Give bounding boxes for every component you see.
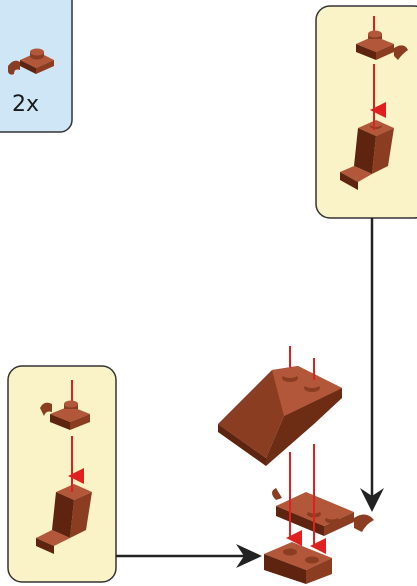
plate-with-clip-icon bbox=[8, 48, 54, 75]
flow-arrow-right bbox=[360, 218, 384, 512]
slope-brick-icon bbox=[218, 366, 342, 466]
plate-with-clip-icon bbox=[356, 30, 408, 60]
bracket-brick-icon bbox=[340, 120, 394, 190]
parts-callout bbox=[0, 0, 73, 133]
subassembly-right bbox=[315, 5, 417, 219]
base-assembly-icon bbox=[264, 488, 374, 584]
subassembly-left bbox=[7, 365, 117, 583]
bracket-brick-icon bbox=[36, 484, 92, 554]
flow-arrow-left bbox=[116, 544, 262, 568]
plate-with-clip-icon bbox=[40, 400, 90, 430]
quantity-label: 2x bbox=[12, 92, 40, 117]
